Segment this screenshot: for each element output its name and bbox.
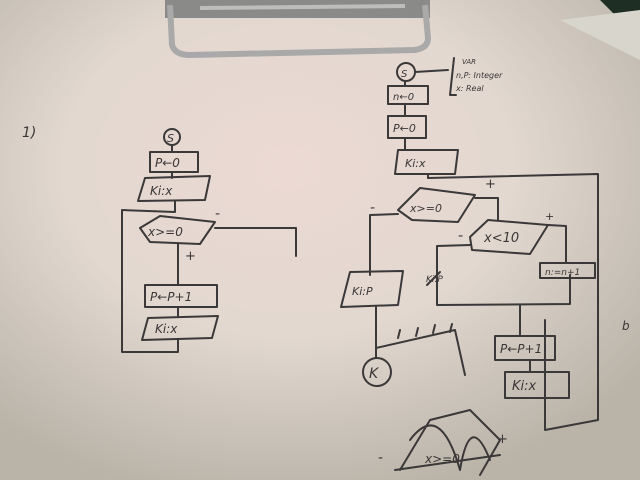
- left-init-label: P←0: [155, 156, 180, 170]
- bottom-no-label: -: [378, 450, 383, 466]
- condition1-label: x>=0: [409, 202, 442, 215]
- cond1-no-label: -: [370, 200, 375, 216]
- right-start-label: S: [401, 69, 408, 80]
- var-keyword: VAR: [462, 58, 476, 66]
- right-increment-label: P←P+1: [500, 342, 542, 356]
- cond2-yes-label: +: [545, 210, 554, 223]
- end-label: K: [369, 366, 380, 382]
- count-label: n:=n+1: [545, 268, 580, 278]
- left-read1-label: Ki:x: [150, 184, 173, 198]
- left-read2-label: Ki:x: [155, 322, 178, 336]
- var-real-decl: x: Real: [455, 84, 484, 93]
- bottom-condition-label: x>=0: [424, 452, 460, 466]
- paper-under: [560, 10, 640, 60]
- loop-mark-label: b: [622, 319, 630, 333]
- cond1-yes-label: +: [485, 177, 496, 192]
- clipboard-clip: [165, 0, 432, 59]
- cond2-no-label: -: [458, 228, 463, 244]
- left-start-label: S: [167, 132, 174, 145]
- left-no-label: -: [215, 206, 220, 222]
- bottom-yes-label: +: [497, 432, 508, 447]
- bottom-scribbled-sketch: x>=0 - +: [378, 409, 508, 476]
- condition2-label: x<10: [483, 231, 519, 246]
- page-number-label: 1): [22, 125, 36, 141]
- right-read2-label: Ki:x: [512, 379, 537, 394]
- left-flowchart: S P←0 Ki:x x>=0 - + P←P+1 Ki:x: [121, 128, 297, 353]
- right-read1-label: Ki:x: [405, 157, 426, 170]
- var-integer-decl: n,P: Integer: [456, 71, 503, 80]
- left-increment-label: P←P+1: [150, 290, 192, 304]
- left-condition-label: x>=0: [147, 225, 183, 239]
- right-init-p-label: P←0: [393, 122, 416, 135]
- crossed-output-label: Ki:P: [426, 275, 443, 285]
- output-label: Ki:P: [352, 285, 373, 298]
- right-init-n-label: n←0: [393, 92, 414, 103]
- right-flowchart: S VAR n,P: Integer x: Real n←0 P←0 Ki:x …: [340, 57, 630, 431]
- left-yes-label: +: [185, 249, 196, 264]
